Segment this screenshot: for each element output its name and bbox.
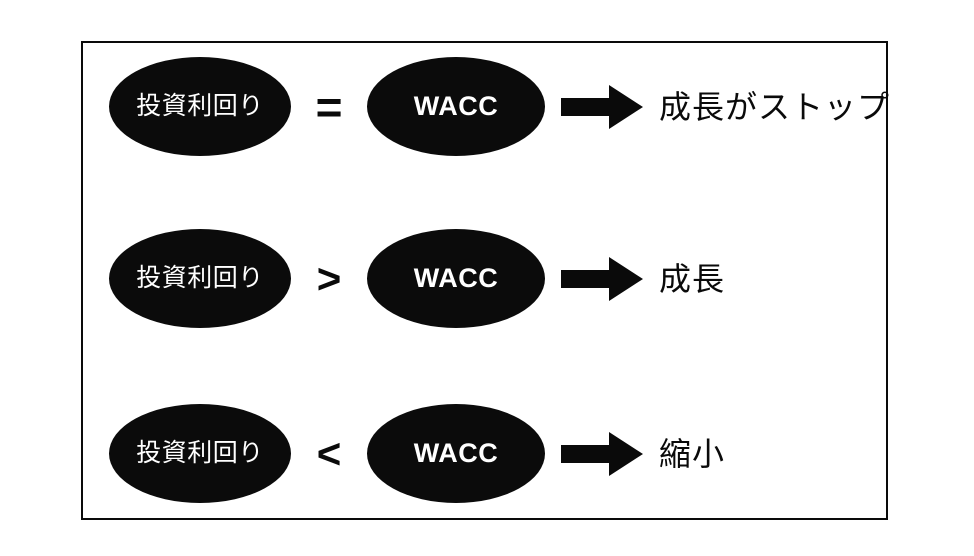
comparison-row: 投資利回り > WACC 成長 [83, 229, 886, 339]
left-node-ellipse: 投資利回り [109, 229, 291, 328]
comparison-operator: = [315, 80, 343, 133]
right-node-ellipse: WACC [367, 229, 545, 328]
right-arrow-icon [561, 432, 643, 476]
diagram-frame: 投資利回り = WACC 成長がストップ 投資利回り > WACC [81, 41, 889, 520]
left-node-label: 投資利回り [136, 439, 264, 467]
right-arrow-icon [561, 257, 643, 301]
left-node-ellipse: 投資利回り [109, 404, 291, 503]
comparison-operator: < [316, 429, 342, 477]
result-label: 縮小 [659, 435, 726, 472]
right-node-ellipse: WACC [367, 57, 545, 156]
right-arrow-icon [561, 85, 643, 129]
left-node-label: 投資利回り [136, 92, 264, 120]
result-label: 成長がストップ [659, 88, 891, 125]
left-node-label: 投資利回り [136, 264, 264, 292]
left-node-ellipse: 投資利回り [109, 57, 291, 156]
comparison-operator: > [316, 254, 342, 302]
right-node-label: WACC [413, 91, 499, 121]
comparison-row: 投資利回り = WACC 成長がストップ [83, 57, 889, 167]
comparison-row: 投資利回り < WACC 縮小 [83, 404, 886, 514]
right-node-label: WACC [413, 263, 499, 293]
result-label: 成長 [659, 260, 726, 297]
right-node-label: WACC [413, 438, 499, 468]
right-node-ellipse: WACC [367, 404, 545, 503]
